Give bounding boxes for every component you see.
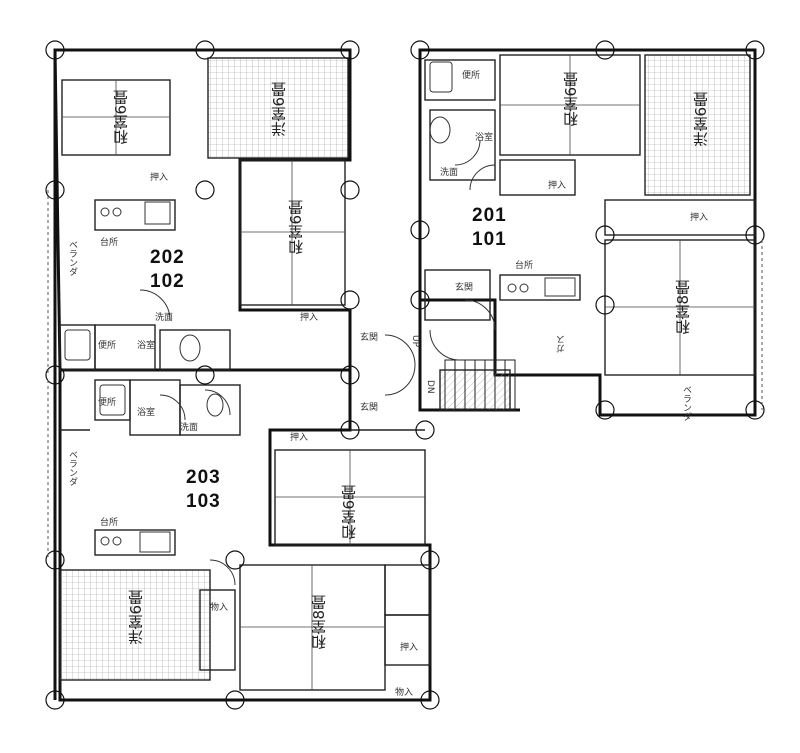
bath-label-202: 浴室 [137,341,156,351]
unit-number-lower: 102 [150,271,185,292]
left-building-walls [53,48,432,702]
gas-label: ガス [557,335,567,353]
washroom-label-202: 洗面 [155,313,174,323]
kitchen-label-203: 台所 [100,518,119,528]
toilet-label-203: 便所 [98,398,117,408]
unit-label-201-101: 201 101 [472,204,507,252]
washroom-label-201: 洗面 [440,168,459,178]
toilet-label-201: 便所 [462,71,481,81]
washroom-label-203: 洗面 [180,423,199,433]
unit-label-203-103: 203 103 [186,466,221,514]
unit-number-upper: 202 [150,247,185,268]
entrance-label-201: 玄関 [455,283,474,293]
closet-label-a: 物入 [210,603,229,613]
bath-label-203: 浴室 [137,408,156,418]
room-western-6-south: 洋室6畳 [127,590,145,645]
storage-label-c: 押入 [290,433,309,443]
bath-label-201: 浴室 [475,133,494,143]
entrance-label-203: 玄関 [360,403,379,413]
unit-number-upper: 203 [186,467,221,488]
room-western-6-east: 洋室6畳 [692,92,710,147]
tatami-lines-right [500,55,755,375]
structural-posts [45,40,765,710]
entrance-label-202: 玄関 [360,333,379,343]
storage-label-d: 押入 [548,181,567,191]
room-tatami-6-unit202: 和室6畳 [287,200,305,255]
room-tatami-6-unit201: 和室6畳 [562,72,580,127]
stair-up-label: UP [410,335,420,348]
left-interior-walls [59,57,431,691]
unit-number-lower: 101 [472,229,507,250]
door-swings [139,139,496,586]
storage-label-b: 押入 [300,313,319,323]
stairs [444,359,516,411]
storage-label-a: 押入 [150,173,169,183]
toilet-label-202: 便所 [98,341,117,351]
unit-number-lower: 103 [186,491,221,512]
room-tatami-8-unit203: 和室8畳 [310,595,328,650]
room-western-6-north: 洋室6畳 [270,82,288,137]
tatami-lines-left [62,80,425,690]
storage-label-f: 押入 [400,643,419,653]
room-tatami-8-unit201: 和室8畳 [674,280,692,335]
unit-number-upper: 201 [472,205,507,226]
unit-label-202-102: 202 102 [150,246,185,294]
kitchen-label-201: 台所 [515,261,534,271]
stair-down-label: DN [425,380,435,394]
room-tatami-6-unit203: 和室6畳 [340,485,358,540]
veranda-label-upper: ベランダ [67,240,77,276]
fixtures [64,61,576,553]
veranda-label-lower: ベランダ [67,450,77,486]
veranda-rails [47,190,763,560]
veranda-label-east: ベランダ [681,385,691,421]
kitchen-label-202: 台所 [100,238,119,248]
closet-label-b: 物入 [395,688,414,698]
storage-label-e: 押入 [690,213,709,223]
room-tatami-6-nw: 和室6畳 [112,90,130,145]
